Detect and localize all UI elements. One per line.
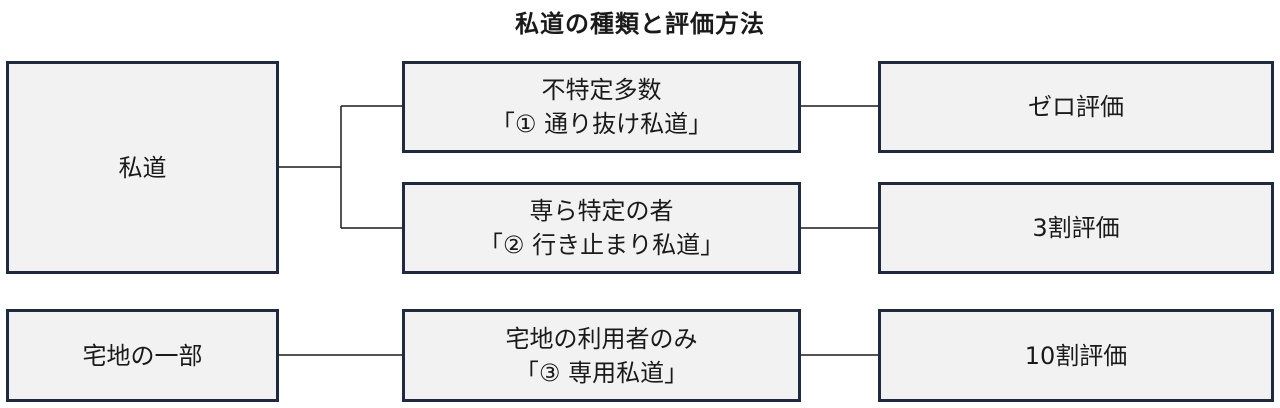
valuation-full-label: 10割評価 bbox=[1024, 341, 1128, 370]
type-through-road-line1: 不特定多数 bbox=[541, 76, 662, 104]
valuation-zero-box: ゼロ評価 bbox=[878, 61, 1274, 153]
valuation-full-box: 10割評価 bbox=[878, 309, 1274, 402]
category-residential-part-label: 宅地の一部 bbox=[82, 341, 203, 370]
type-exclusive-road-line1: 宅地の利用者のみ bbox=[505, 324, 698, 353]
valuation-zero-label: ゼロ評価 bbox=[1028, 93, 1124, 121]
diagram-title: 私道の種類と評価方法 bbox=[515, 10, 765, 38]
type-dead-end-road-line1: 専ら特定の者 bbox=[529, 197, 674, 225]
valuation-thirty-percent-box: 3割評価 bbox=[878, 182, 1274, 274]
type-through-road-box: 不特定多数 「① 通り抜け私道」 bbox=[402, 61, 801, 153]
type-dead-end-road-line2: 「② 行き止まり私道」 bbox=[478, 231, 725, 259]
category-private-road-box: 私道 bbox=[6, 61, 279, 274]
category-private-road-label: 私道 bbox=[118, 153, 167, 182]
type-through-road-line2: 「① 通り抜け私道」 bbox=[490, 110, 713, 138]
type-exclusive-road-line2: 「③ 専用私道」 bbox=[514, 358, 689, 387]
type-exclusive-road-box: 宅地の利用者のみ 「③ 専用私道」 bbox=[402, 309, 801, 402]
type-dead-end-road-box: 専ら特定の者 「② 行き止まり私道」 bbox=[402, 182, 801, 274]
category-residential-part-box: 宅地の一部 bbox=[6, 309, 279, 402]
valuation-thirty-percent-label: 3割評価 bbox=[1032, 214, 1120, 242]
